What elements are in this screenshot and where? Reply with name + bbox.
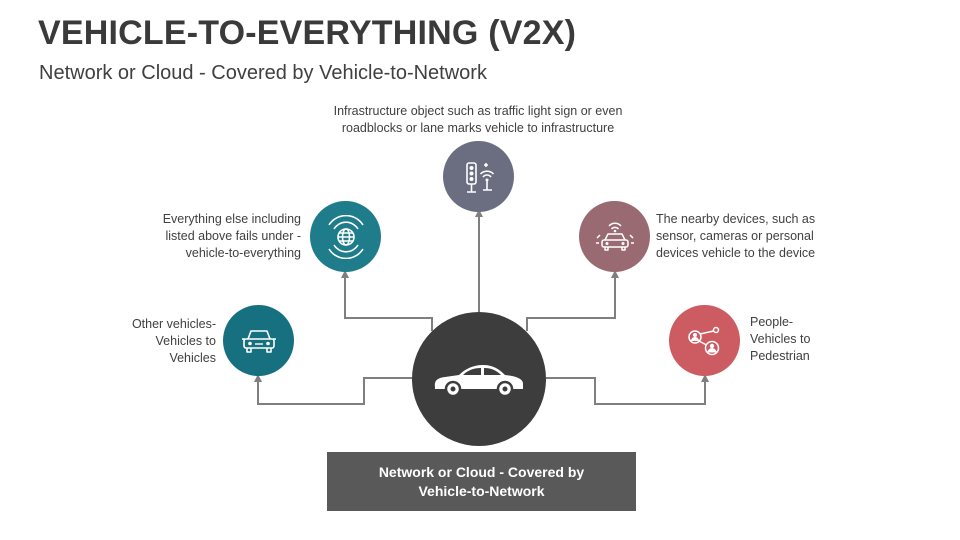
page-subtitle: Network or Cloud - Covered by Vehicle-to… [39,62,487,84]
infrastructure-label: Infrastructure object such as traffic li… [333,104,623,135]
page-title: VEHICLE-TO-EVERYTHING (V2X) [38,14,577,52]
everything-node [310,201,381,272]
car-icon [434,365,523,398]
devices-node [579,201,650,272]
connector-to-vehicles [254,374,413,405]
network-cloud-box: Network or Cloud - Covered by Vehicle-to… [327,452,636,511]
infrastructure-node [443,141,514,212]
traffic-light-icon [465,161,494,193]
connector-to-everything [341,270,433,331]
people-network-icon [687,326,719,355]
everything-label: Everything else including listed above f… [162,212,301,260]
pedestrian-node [669,305,740,376]
center-node [412,312,546,446]
connected-car-icon [595,222,634,251]
pedestrian-label: People- Vehicles to Pedestrian [750,315,811,363]
car-front-icon [241,329,276,353]
connector-to-pedestrian [546,374,709,405]
devices-label: The nearby devices, such as sensor, came… [656,212,816,260]
globe-signal-icon [327,214,364,259]
vehicles-label: Other vehicles- Vehicles to Vehicles [131,317,216,365]
vehicles-node [223,305,294,376]
network-box-line-2: Vehicle-to-Network [418,482,545,499]
connector-to-devices [526,270,619,331]
network-box-line-1: Network or Cloud - Covered by [378,463,585,480]
